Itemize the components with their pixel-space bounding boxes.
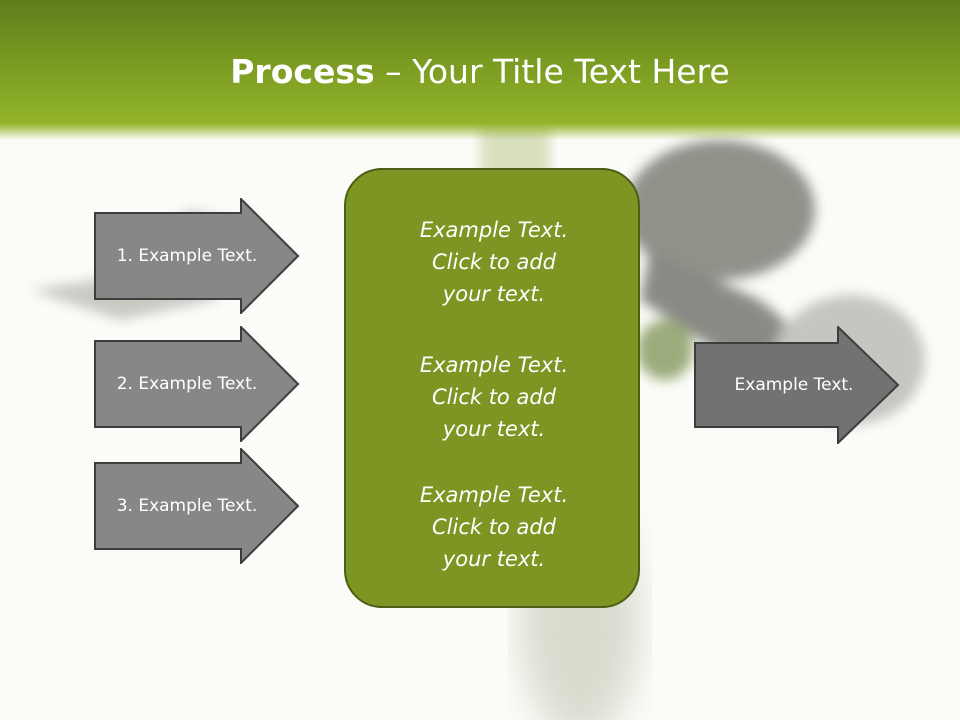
- title-bold: Process: [230, 52, 375, 91]
- center-text-block-1: Example Text. Click to add your text.: [419, 218, 569, 306]
- left-arrow-1[interactable]: [94, 198, 300, 314]
- center-text-block-2: Example Text. Click to add your text.: [419, 353, 569, 441]
- title-rest: – Your Title Text Here: [374, 52, 730, 91]
- right-arrow-label: Example Text.: [734, 375, 854, 395]
- right-arrow[interactable]: [694, 326, 900, 444]
- left-arrow-2[interactable]: [94, 326, 300, 442]
- center-text-box[interactable]: Example Text. Click to add your text. Ex…: [344, 168, 640, 608]
- left-arrow-2-label: 2. Example Text.: [116, 374, 258, 394]
- slide-title: Process – Your Title Text Here: [0, 52, 960, 91]
- left-arrow-1-label: 1. Example Text.: [116, 246, 258, 266]
- left-arrow-3-label: 3. Example Text.: [116, 496, 258, 516]
- center-text-block-3: Example Text. Click to add your text.: [419, 483, 569, 571]
- header-band: [0, 0, 960, 140]
- left-arrow-3[interactable]: [94, 448, 300, 564]
